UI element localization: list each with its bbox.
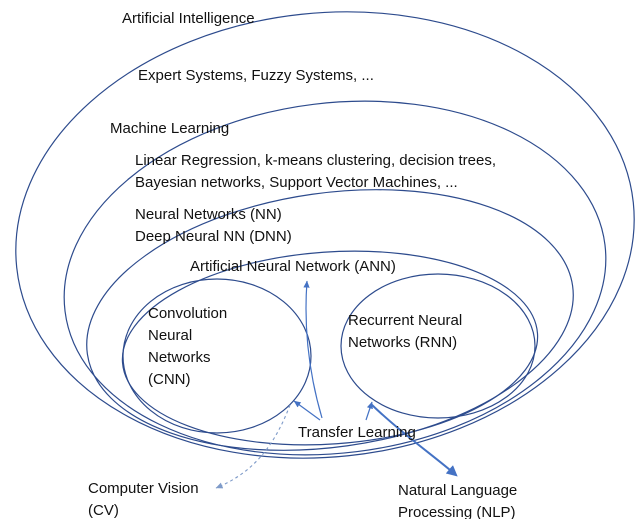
label-artificial-intelligence: Artificial Intelligence [122,10,255,27]
label-nlp: Natural Language Processing (NLP) [398,482,518,519]
arrow-transfer-to-ann [303,280,323,419]
label-cnn: Convolution Neural Networks (CNN) [148,305,228,388]
ellipse-cnn [122,278,312,434]
ellipse-neural-networks [86,189,574,451]
ellipse-machine-learning [63,100,607,456]
label-neural-networks: Neural Networks (NN) Deep Neural NN (DNN… [135,206,292,245]
label-expert-systems: Expert Systems, Fuzzy Systems, ... [138,67,374,84]
ellipse-rnn [340,273,536,419]
arrow-transfer-to-cnn [293,400,321,421]
arrow-cnn-to-computer-vision [215,404,291,489]
ellipse-artificial-intelligence [15,11,635,459]
ellipse-ann [121,250,539,446]
label-transfer-learning: Transfer Learning [298,424,416,441]
arrow-rnn-to-nlp [370,403,458,477]
label-ann: Artificial Neural Network (ANN) [190,258,396,275]
label-ml-examples: Linear Regression, k-means clustering, d… [135,152,497,191]
label-rnn: Recurrent Neural Networks (RNN) [348,312,463,351]
label-machine-learning: Machine Learning [110,120,230,137]
label-computer-vision: Computer Vision (CV) [88,480,199,519]
